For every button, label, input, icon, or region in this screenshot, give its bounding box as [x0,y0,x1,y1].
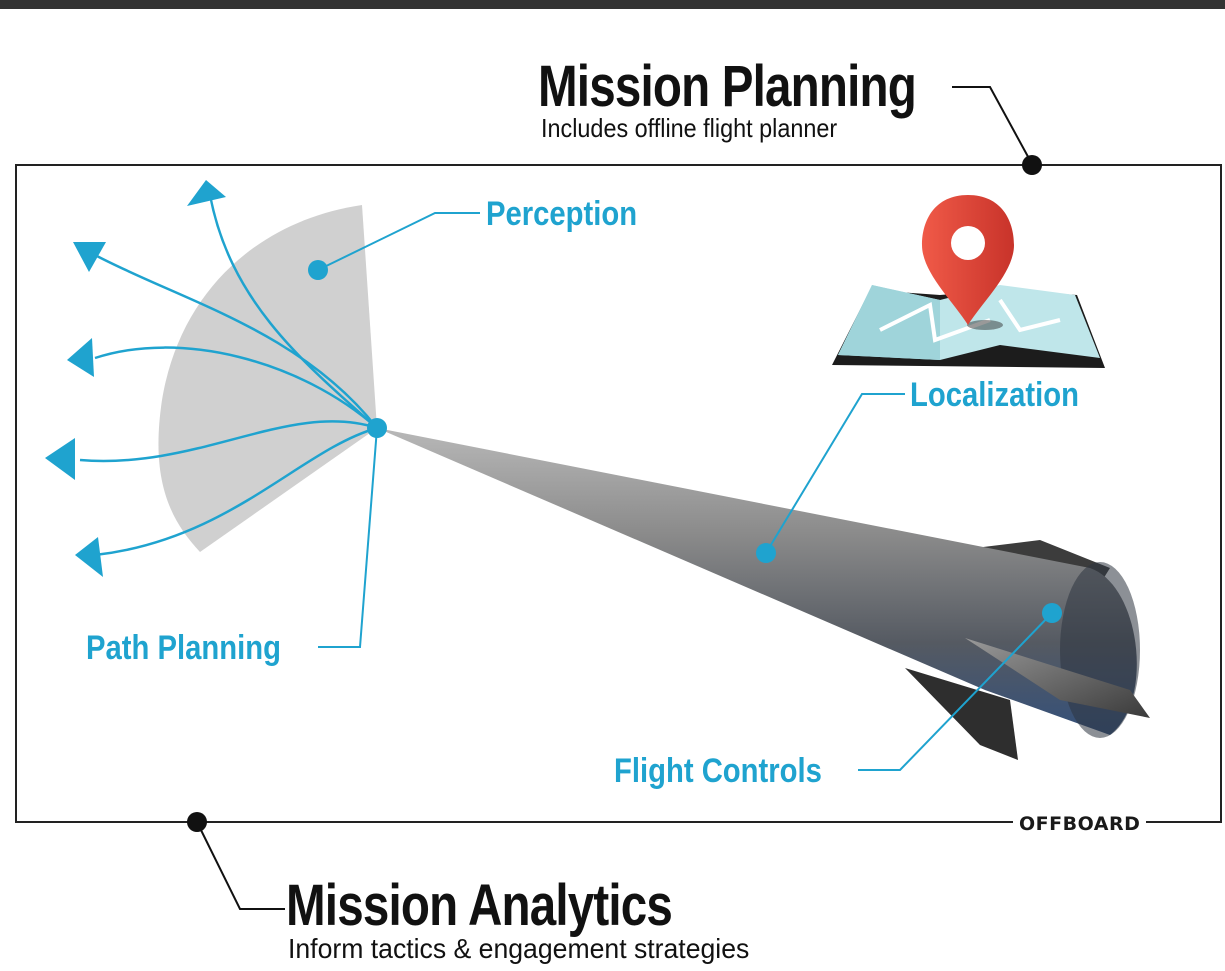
flight-controls-node [1042,603,1062,623]
path-planning-node [367,418,387,438]
flight-controls-label: Flight Controls [614,752,822,790]
arrowhead-icon [73,242,106,272]
perception-sensor-cone [158,205,377,552]
localization-label: Localization [910,376,1079,414]
offboard-label: OFFBOARD [1013,811,1147,837]
localization-node [756,543,776,563]
map-pin-icon [922,195,1014,325]
mission-analytics-node [187,812,207,832]
top-rule [0,0,1225,9]
perception-node [308,260,328,280]
trajectory-arrows [79,194,378,557]
missile-body [377,428,1150,760]
callout-nodes [308,260,1062,623]
arrowhead-icon [187,180,226,206]
mission-planning-leader [952,86,1033,165]
onboard-frame [15,164,1222,823]
mission-analytics-title: Mission Analytics [286,873,673,938]
mission-analytics-leader [196,821,285,910]
arrowhead-icon [67,338,94,377]
arrowhead-icon [45,438,75,480]
mission-planning-title: Mission Planning [538,54,917,119]
mission-planning-node [1022,155,1042,175]
arrowheads [45,180,226,577]
mission-planning-subtitle: Includes offline flight planner [541,113,838,143]
callout-leaders [317,212,1053,771]
perception-label: Perception [486,195,638,233]
arrowhead-icon [75,537,103,577]
mission-analytics-subtitle: Inform tactics & engagement strategies [288,933,750,964]
path-planning-label: Path Planning [86,629,281,667]
